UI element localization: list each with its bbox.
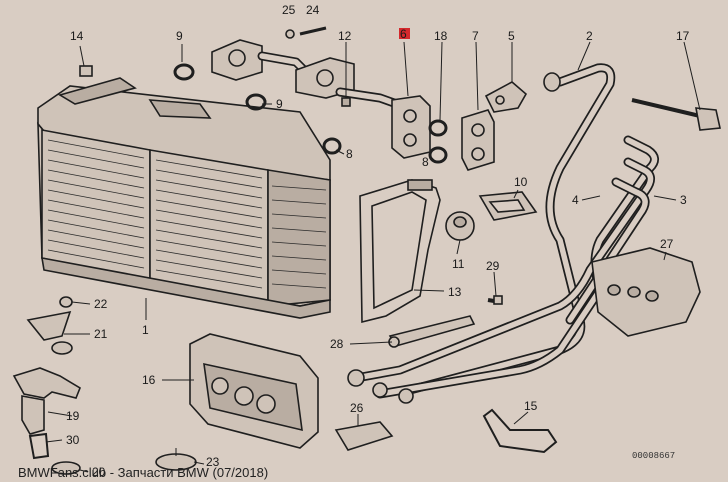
drain-assembly bbox=[12, 296, 81, 475]
callout-21: 21 bbox=[94, 327, 108, 341]
callout-9-mid: 9 bbox=[276, 97, 283, 111]
callout-30: 30 bbox=[66, 433, 80, 447]
callout-28: 28 bbox=[330, 337, 344, 351]
callout-1: 1 bbox=[142, 323, 149, 337]
callout-26: 26 bbox=[350, 401, 364, 415]
o-rings bbox=[173, 63, 448, 164]
callout-10: 10 bbox=[514, 175, 528, 189]
callout-24: 24 bbox=[306, 3, 320, 17]
image-code: 00008667 bbox=[632, 451, 675, 461]
callout-11: 11 bbox=[452, 257, 465, 271]
callout-14: 14 bbox=[70, 29, 84, 43]
callout-labels: 25 24 14 9 12 6 18 7 5 2 17 9 8 8 10 4 3… bbox=[66, 3, 690, 479]
grommet-and-seal bbox=[445, 191, 538, 241]
callout-17: 17 bbox=[676, 29, 690, 43]
callout-19: 19 bbox=[66, 409, 80, 423]
heater-core bbox=[37, 77, 331, 319]
callout-25: 25 bbox=[282, 3, 296, 17]
callout-4: 4 bbox=[572, 193, 579, 207]
callout-13: 13 bbox=[448, 285, 462, 299]
callout-29: 29 bbox=[486, 259, 500, 273]
callout-7: 7 bbox=[472, 29, 479, 43]
lower-cover bbox=[189, 333, 319, 449]
callout-9-top: 9 bbox=[176, 29, 183, 43]
mounting-frame bbox=[359, 179, 441, 324]
callout-23: 23 bbox=[206, 455, 220, 469]
callout-22: 22 bbox=[94, 297, 108, 311]
callout-8-right: 8 bbox=[422, 155, 429, 169]
callout-5: 5 bbox=[508, 29, 515, 43]
highlight-marker bbox=[399, 28, 410, 39]
valve-fitting bbox=[484, 81, 528, 113]
callout-15: 15 bbox=[524, 399, 538, 413]
bolt-17 bbox=[631, 98, 721, 131]
screws bbox=[388, 295, 503, 348]
callout-2: 2 bbox=[586, 29, 593, 43]
callout-3: 3 bbox=[680, 193, 687, 207]
fasteners bbox=[79, 26, 327, 77]
pipe-connector-assembly bbox=[211, 39, 431, 159]
callout-16: 16 bbox=[142, 373, 156, 387]
mount-block bbox=[591, 247, 701, 337]
callout-27: 27 bbox=[660, 237, 674, 251]
callout-20: 20 bbox=[92, 465, 106, 479]
callout-18: 18 bbox=[434, 29, 448, 43]
gasket-flange bbox=[461, 109, 495, 171]
callout-12: 12 bbox=[338, 29, 352, 43]
leader-lines bbox=[45, 41, 701, 473]
source-caption: BMWFans.club - Запчасти BMW (07/2018) bbox=[18, 465, 268, 480]
callout-8-left: 8 bbox=[346, 147, 353, 161]
callout-6: 6 bbox=[400, 27, 407, 41]
